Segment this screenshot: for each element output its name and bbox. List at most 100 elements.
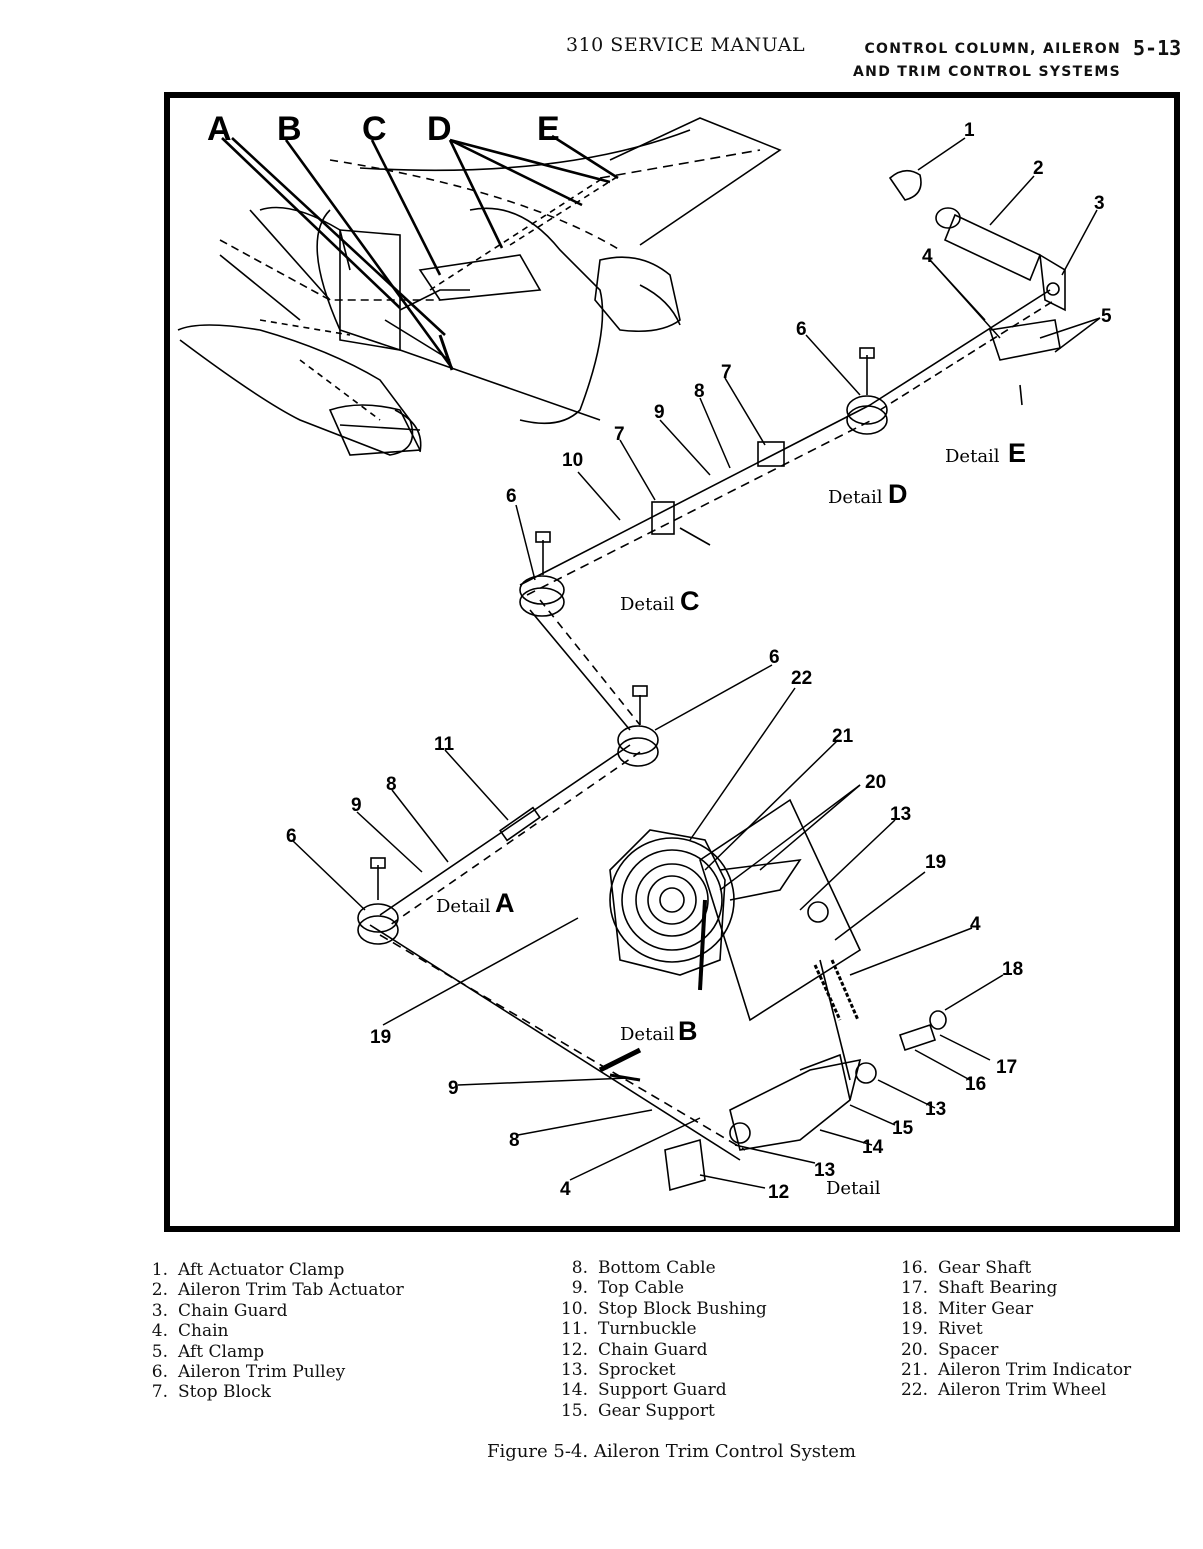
detail-c-label: Detail (620, 594, 675, 615)
callout-1: 1 (964, 120, 975, 141)
callout-20: 20 (865, 772, 886, 793)
callout-19-left: 19 (370, 1027, 391, 1048)
detail-a-letter: A (495, 888, 515, 918)
callout-3: 3 (1094, 193, 1105, 214)
callout-8-a: 8 (386, 774, 397, 795)
legend-item-16: 16.Gear Shaft (900, 1258, 1032, 1278)
stop-block-detail-d (757, 441, 785, 467)
legend-item-13: 13.Sprocket (560, 1360, 676, 1381)
detail-b-label: Detail (620, 1024, 675, 1045)
callout-leaders (291, 137, 1101, 1189)
legend-item-22: 22.Aileron Trim Wheel (900, 1380, 1107, 1401)
legend-item-8: 8.Bottom Cable (571, 1258, 716, 1278)
callout-6-e: 6 (796, 319, 807, 340)
callout-8-d: 8 (694, 381, 705, 402)
detail-a-label: Detail (436, 896, 491, 917)
callout-7-d: 7 (721, 362, 732, 383)
detail-e-label: Detail (945, 446, 1000, 467)
callout-6-a-lower: 6 (286, 826, 297, 847)
detail-labels: Detail A Detail B Detail C Detail D Deta… (436, 438, 1026, 1199)
trim-wheel-assembly (609, 798, 862, 1022)
control-cable-run (369, 289, 1056, 1161)
callout-5: 5 (1101, 306, 1112, 327)
legend-item-1: 1.Aft Actuator Clamp (151, 1260, 345, 1280)
legend-column-1: 1.Aft Actuator Clamp 2.Aileron Trim Tab … (134, 1260, 404, 1403)
location-letter-c: C (362, 110, 387, 148)
actuator-assembly (888, 169, 1066, 406)
callout-21: 21 (832, 726, 854, 747)
pulley-detail-c (519, 531, 565, 617)
legend-item-3: 3.Chain Guard (151, 1300, 288, 1321)
detail-d-letter: D (888, 479, 908, 509)
legend-item-9: 9.Top Cable (571, 1278, 685, 1299)
callout-9-a: 9 (351, 795, 362, 816)
callout-8-lower: 8 (509, 1130, 520, 1151)
location-letter-e: E (537, 110, 560, 148)
callout-14: 14 (862, 1137, 884, 1158)
callout-16: 16 (965, 1074, 986, 1095)
turnbuckle (499, 806, 541, 842)
legend-column-2: 8.Bottom Cable 9.Top Cable 10.Stop Block… (554, 1258, 767, 1421)
legend-item-15: 15.Gear Support (560, 1400, 715, 1421)
callout-9-lower: 9 (448, 1078, 459, 1099)
manual-title: 310 SERVICE MANUAL (566, 34, 806, 56)
callout-11: 11 (434, 734, 455, 755)
figure-frame: A B C D E Detail A Detail B Detail C Det… (164, 92, 1180, 1232)
callout-12: 12 (768, 1182, 789, 1203)
legend-item-6: 6.Aileron Trim Pulley (151, 1362, 346, 1383)
callout-15: 15 (892, 1118, 914, 1139)
detail-d-label: Detail (828, 487, 883, 508)
legend-item-12: 12.Chain Guard (560, 1339, 708, 1360)
legend-item-5: 5.Aft Clamp (151, 1341, 265, 1362)
callout-17: 17 (996, 1057, 1017, 1078)
callout-4-wheel: 4 (970, 914, 981, 935)
sprocket-chain (807, 901, 877, 1084)
legend-item-21: 21.Aileron Trim Indicator (900, 1360, 1132, 1381)
location-letter-labels: A B C D E (207, 110, 560, 148)
callout-4-actuator: 4 (922, 246, 933, 267)
trim-components (357, 169, 1066, 1192)
location-leaders (221, 134, 619, 369)
legend-item-10: 10.Stop Block Bushing (560, 1298, 767, 1319)
gear-support-assembly (598, 1010, 947, 1192)
location-letter-d: D (427, 110, 452, 148)
legend-item-7: 7.Stop Block (151, 1382, 271, 1403)
airplane-silhouette (177, 117, 782, 456)
legend-item-14: 14.Support Guard (560, 1380, 727, 1401)
callout-6-a-upper: 6 (769, 647, 780, 668)
callout-4-lower: 4 (560, 1179, 571, 1200)
pulley-detail-a-lower (357, 857, 399, 945)
detail-c-letter: C (680, 586, 700, 616)
section-title-line-1: CONTROL COLUMN, AILERON (864, 41, 1121, 57)
callout-numbers: 1 2 3 4 4 4 4 5 6 6 6 6 7 7 8 8 8 9 9 9 … (286, 120, 1112, 1203)
figure-caption: Figure 5-4. Aileron Trim Control System (487, 1441, 856, 1462)
legend-column-3: 16.Gear Shaft 17.Shaft Bearing 18.Miter … (894, 1258, 1131, 1401)
callout-13-wheel: 13 (890, 804, 911, 825)
callout-10: 10 (562, 450, 583, 471)
legend-item-2: 2.Aileron Trim Tab Actuator (151, 1280, 404, 1301)
detail-b-letter: B (678, 1016, 698, 1046)
legend-item-4: 4.Chain (151, 1321, 229, 1342)
legend-item-11: 11.Turnbuckle (560, 1319, 697, 1340)
legend-item-17: 17.Shaft Bearing (900, 1278, 1058, 1299)
callout-13-right: 13 (925, 1099, 946, 1120)
callout-22: 22 (791, 668, 812, 689)
stop-block-detail-c (651, 501, 711, 546)
callout-2: 2 (1033, 158, 1044, 179)
callout-19-wheel: 19 (925, 852, 946, 873)
location-letter-a: A (207, 110, 232, 148)
callout-9-d: 9 (654, 402, 665, 423)
section-title: CONTROL COLUMN, AILERON AND TRIM CONTROL… (836, 38, 1121, 84)
location-letter-b: B (277, 110, 302, 148)
section-title-line-2: AND TRIM CONTROL SYSTEMS (853, 64, 1121, 80)
callout-18: 18 (1002, 959, 1023, 980)
detail-e-letter: E (1008, 438, 1026, 468)
legend-item-18: 18.Miter Gear (900, 1298, 1034, 1319)
pulley-detail-a-upper (617, 685, 659, 767)
legend-item-19: 19.Rivet (900, 1319, 983, 1340)
legend-item-20: 20.Spacer (900, 1339, 999, 1360)
callout-7-c: 7 (614, 424, 625, 445)
callout-13-lower: 13 (814, 1160, 835, 1181)
page-number: 5-13 (1133, 36, 1182, 60)
detail-unlettered-label: Detail (826, 1178, 881, 1199)
